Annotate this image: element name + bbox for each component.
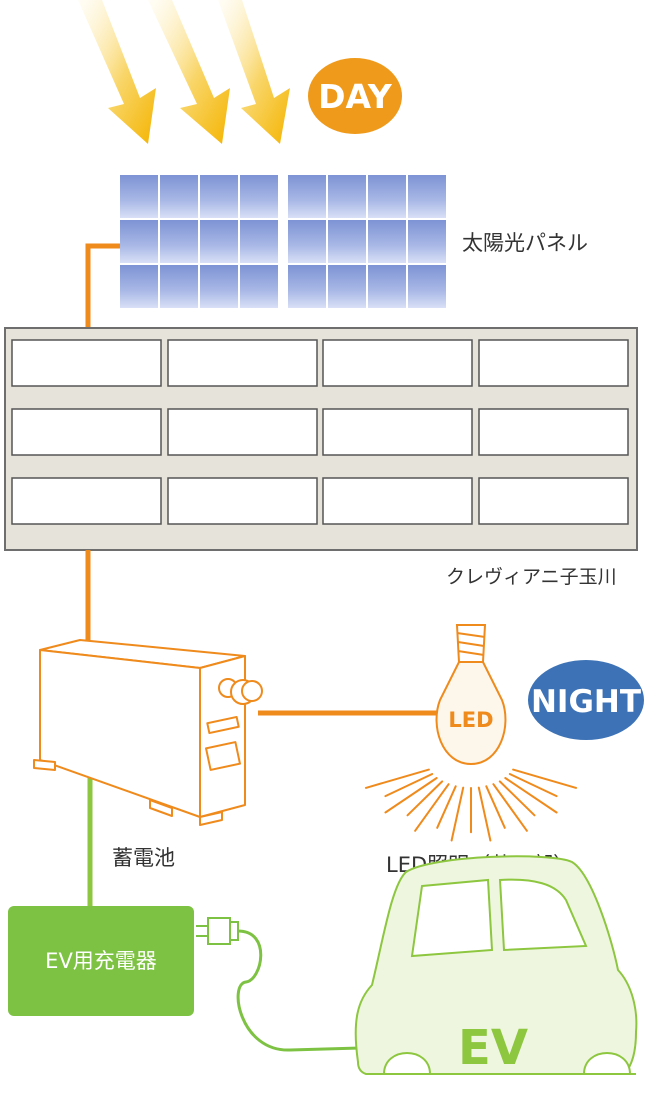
light-ray bbox=[414, 783, 450, 832]
ev-label: EV bbox=[458, 1020, 528, 1076]
building-window bbox=[11, 339, 162, 387]
solar-cell bbox=[328, 265, 366, 308]
charging-plug-icon bbox=[196, 917, 239, 945]
light-ray bbox=[364, 768, 430, 789]
light-ray bbox=[504, 777, 558, 814]
night-badge: NIGHT bbox=[528, 660, 644, 740]
solar-cell bbox=[408, 265, 446, 308]
ev-car-icon: EV bbox=[354, 855, 638, 1076]
building-window bbox=[11, 477, 162, 525]
solar-cell bbox=[240, 265, 278, 308]
solar-cell bbox=[160, 265, 198, 308]
day-label: DAY bbox=[318, 77, 393, 116]
solar-cell bbox=[368, 175, 406, 218]
light-ray bbox=[384, 773, 434, 798]
building-label: クレヴィアニ子玉川 bbox=[446, 566, 617, 588]
light-ray bbox=[436, 785, 457, 829]
building-windows bbox=[11, 339, 629, 525]
solar-cell bbox=[368, 220, 406, 263]
solar-cell bbox=[200, 220, 238, 263]
led-bulb-label: LED bbox=[448, 708, 493, 732]
solar-cell bbox=[328, 220, 366, 263]
solar-cell bbox=[408, 220, 446, 263]
solar-cell bbox=[240, 175, 278, 218]
battery-icon bbox=[33, 639, 263, 826]
battery-label: 蓄電池 bbox=[112, 846, 175, 870]
solar-cell bbox=[288, 220, 326, 263]
building-window bbox=[322, 408, 473, 456]
solar-cell bbox=[160, 175, 198, 218]
building-window bbox=[167, 408, 318, 456]
building-window bbox=[478, 477, 629, 525]
light-ray bbox=[512, 768, 578, 789]
light-ray bbox=[492, 783, 528, 832]
solar-cell bbox=[200, 265, 238, 308]
light-ray bbox=[498, 780, 536, 817]
solar-cell bbox=[288, 175, 326, 218]
building-window bbox=[322, 339, 473, 387]
building-icon bbox=[4, 327, 638, 551]
ev-charger-icon: EV用充電器 bbox=[8, 906, 194, 1016]
building-window bbox=[478, 408, 629, 456]
solar-cell bbox=[120, 265, 158, 308]
solar-cell bbox=[408, 175, 446, 218]
building-window bbox=[322, 477, 473, 525]
light-ray bbox=[485, 785, 506, 829]
light-ray bbox=[450, 786, 465, 842]
light-ray bbox=[384, 777, 438, 814]
solar-cell bbox=[240, 220, 278, 263]
building-window bbox=[11, 408, 162, 456]
solar-cell bbox=[120, 175, 158, 218]
building-window bbox=[167, 477, 318, 525]
light-ray bbox=[406, 780, 444, 817]
building-window bbox=[167, 339, 318, 387]
solar-wire bbox=[85, 243, 120, 330]
solar-panel-label: 太陽光パネル bbox=[462, 231, 588, 255]
solar-cell bbox=[200, 175, 238, 218]
light-ray bbox=[508, 773, 558, 798]
solar-cell bbox=[368, 265, 406, 308]
led-bulb-icon: LED bbox=[435, 624, 507, 766]
solar-cell bbox=[160, 220, 198, 263]
light-rays-icon bbox=[364, 768, 578, 842]
solar-cell bbox=[288, 265, 326, 308]
day-badge: DAY bbox=[308, 58, 402, 134]
solar-cell bbox=[328, 175, 366, 218]
solar-panel-icon bbox=[120, 175, 446, 308]
light-ray bbox=[477, 786, 492, 842]
building-window bbox=[478, 339, 629, 387]
sun-rays-icon bbox=[78, 0, 290, 144]
ev-charger-label: EV用充電器 bbox=[45, 949, 157, 973]
solar-cell bbox=[120, 220, 158, 263]
night-label: NIGHT bbox=[531, 684, 641, 720]
charging-cable bbox=[236, 929, 361, 1052]
